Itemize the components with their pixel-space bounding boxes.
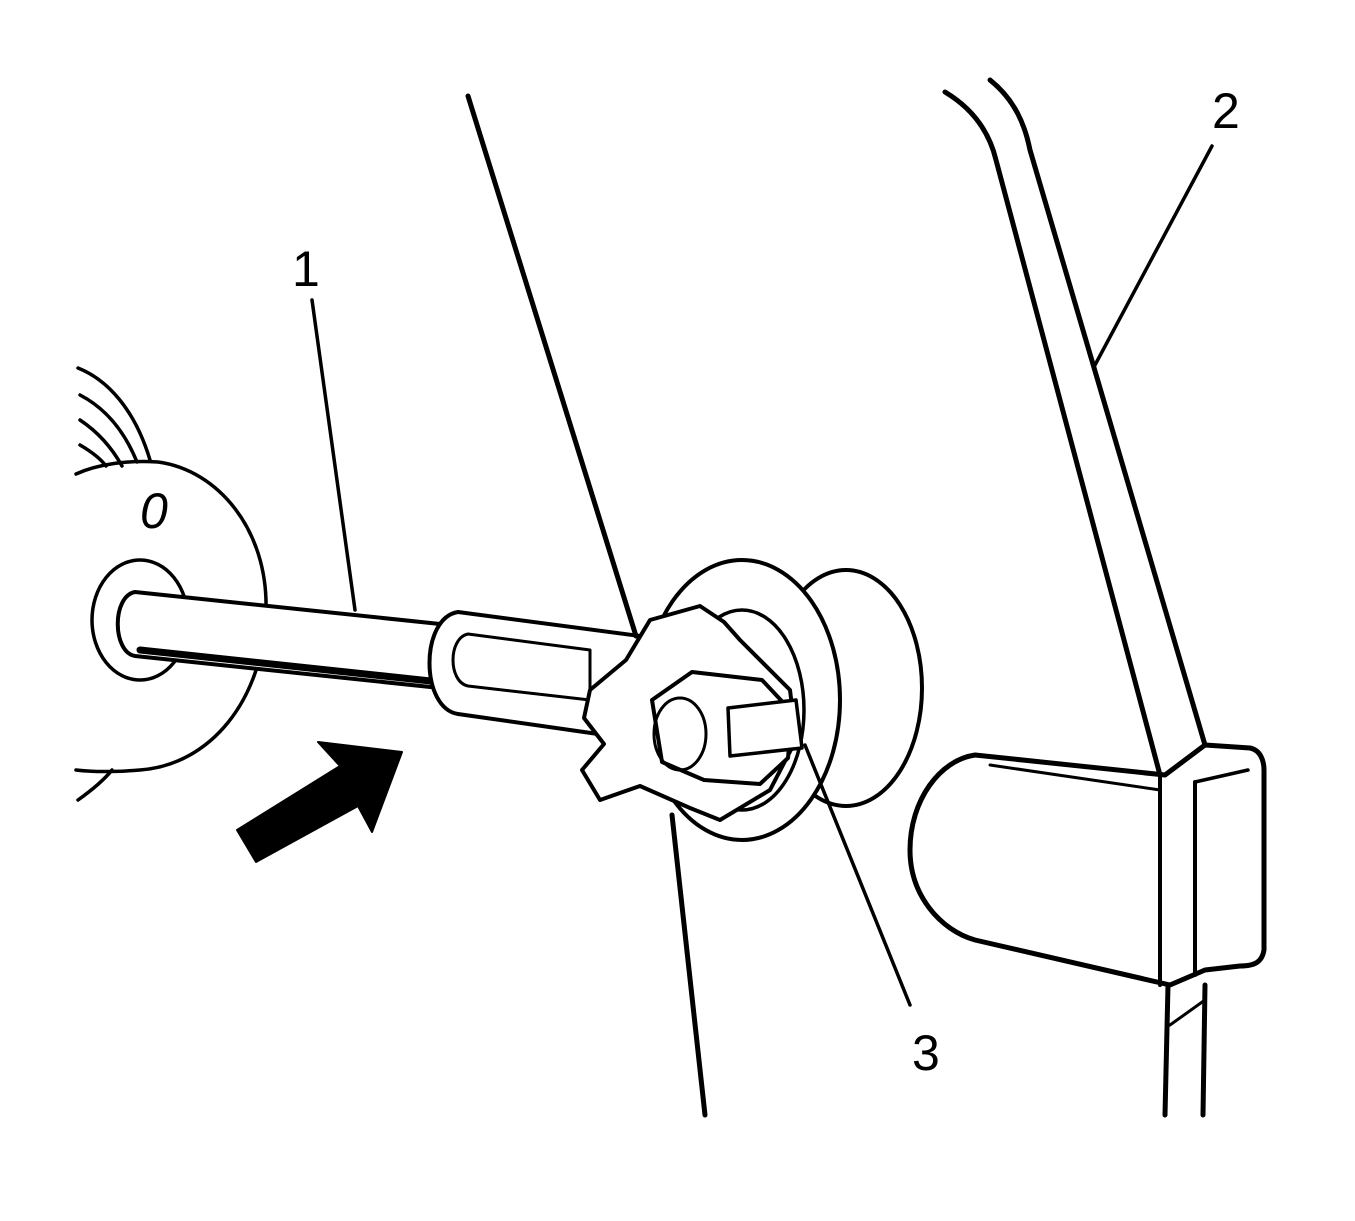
tool-rod [115, 590, 642, 742]
leader-lines [310, 144, 1214, 1007]
rod-body [115, 590, 442, 690]
spool-mark: 0 [140, 483, 168, 539]
push-direction-arrow [236, 741, 403, 863]
rod-sleeve-inner [451, 632, 592, 702]
spool: 0 [74, 366, 268, 802]
clip-bore [652, 696, 708, 772]
bracket [907, 742, 1267, 988]
spool-rim-lines [76, 366, 152, 462]
rod-shadow [136, 646, 444, 686]
leader-1 [310, 298, 357, 612]
spool-lower-edge [76, 768, 114, 802]
callout-2: 2 [1212, 83, 1240, 139]
leader-3 [803, 743, 912, 1007]
leader-2 [1093, 144, 1214, 367]
callout-3: 3 [912, 1025, 940, 1081]
frame-tube [942, 77, 1208, 1118]
clip-tab [726, 698, 804, 758]
bracket-loop [907, 742, 1267, 988]
callout-1: 1 [292, 241, 320, 297]
retainer-clip [580, 604, 804, 822]
panel-edge [465, 93, 708, 1118]
